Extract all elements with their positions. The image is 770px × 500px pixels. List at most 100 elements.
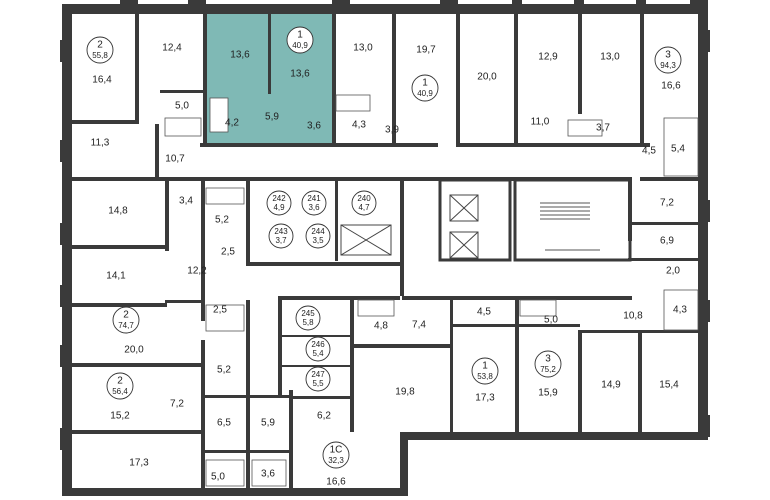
room-area: 7,2 — [170, 399, 184, 410]
staircase — [540, 202, 600, 251]
room-area: 3,6 — [261, 469, 275, 480]
room-area: 5,2 — [217, 365, 231, 376]
room-area: 4,5 — [642, 146, 656, 157]
svg-text:2: 2 — [123, 310, 129, 321]
room-area: 13,0 — [600, 52, 620, 63]
outer-walls — [62, 4, 708, 496]
svg-text:1: 1 — [297, 30, 303, 41]
svg-text:5,8: 5,8 — [302, 318, 314, 327]
room-area: 3,6 — [307, 121, 321, 132]
svg-text:5,5: 5,5 — [312, 379, 324, 388]
svg-text:3: 3 — [665, 50, 671, 61]
svg-text:1: 1 — [482, 361, 488, 372]
room-area: 6,9 — [660, 236, 674, 247]
room-area: 14,8 — [108, 206, 128, 217]
room-area: 5,4 — [671, 144, 685, 155]
room-area: 4,2 — [225, 118, 239, 129]
room-area: 4,5 — [477, 307, 491, 318]
svg-text:240: 240 — [357, 194, 371, 203]
room-area: 14,9 — [601, 380, 621, 391]
svg-text:94,3: 94,3 — [660, 61, 676, 70]
room-area: 14,1 — [106, 271, 126, 282]
room-area: 19,8 — [395, 387, 415, 398]
room-area: 6,2 — [317, 411, 331, 422]
svg-text:244: 244 — [311, 227, 325, 236]
svg-text:3,7: 3,7 — [275, 236, 287, 245]
room-area: 17,3 — [475, 393, 495, 404]
svg-text:3,5: 3,5 — [312, 236, 324, 245]
room-area: 16,6 — [661, 81, 681, 92]
bathroom-fixtures — [164, 94, 699, 487]
svg-text:32,3: 32,3 — [328, 456, 344, 465]
apartment-labels: 1 40,9 2 55,8 1 40,9 3 94,3 2 74,7 2 56,… — [86, 26, 682, 469]
room-area: 12,9 — [538, 52, 558, 63]
room-area: 4,3 — [673, 305, 687, 316]
room-area: 13,0 — [353, 43, 373, 54]
room-area: 10,7 — [165, 154, 185, 165]
apartment-badge: 1 40,9 — [411, 74, 439, 102]
room-area: 13,6 — [290, 69, 310, 80]
room-area: 15,2 — [110, 411, 130, 422]
svg-text:5,4: 5,4 — [312, 349, 324, 358]
svg-text:3: 3 — [545, 354, 551, 365]
room-area: 11,3 — [91, 138, 110, 149]
room-area: 12,2 — [187, 266, 207, 277]
room-area: 13,6 — [230, 50, 250, 61]
svg-text:55,8: 55,8 — [92, 51, 108, 60]
svg-text:241: 241 — [307, 194, 321, 203]
room-area: 10,8 — [623, 311, 643, 322]
svg-text:2: 2 — [97, 40, 103, 51]
svg-text:2: 2 — [117, 376, 123, 387]
svg-text:74,7: 74,7 — [118, 321, 134, 330]
interior-walls — [72, 14, 700, 490]
svg-text:40,9: 40,9 — [292, 41, 308, 50]
room-area: 5,9 — [265, 112, 279, 123]
svg-text:53,8: 53,8 — [477, 372, 493, 381]
room-area: 11,0 — [531, 117, 550, 128]
room-area: 7,4 — [412, 320, 426, 331]
room-area-labels: 13,6 13,6 5,9 4,2 3,6 12,4 16,4 5,0 11,3… — [91, 43, 688, 488]
room-area: 12,4 — [162, 43, 182, 54]
apartment-badge: 1 40,9 — [286, 26, 314, 54]
room-area: 20,0 — [124, 345, 144, 356]
room-area: 16,4 — [92, 75, 112, 86]
svg-text:40,9: 40,9 — [417, 89, 433, 98]
svg-text:246: 246 — [311, 340, 325, 349]
room-area: 4,8 — [374, 321, 388, 332]
room-area: 2,0 — [666, 266, 680, 277]
room-area: 3,9 — [385, 125, 399, 136]
room-area: 17,3 — [129, 458, 149, 469]
svg-text:4,7: 4,7 — [358, 203, 370, 212]
windows — [60, 0, 710, 450]
apartment-badge: 1С 32,3 — [322, 441, 350, 469]
room-area: 5,0 — [175, 101, 189, 112]
svg-text:3,6: 3,6 — [308, 203, 320, 212]
apartment-badge: 2 56,4 — [106, 372, 134, 400]
svg-text:1С: 1С — [330, 445, 343, 456]
apartment-badge: 3 75,2 — [534, 350, 562, 378]
apartment-badge: 3 94,3 — [654, 46, 682, 74]
svg-text:4,9: 4,9 — [273, 203, 285, 212]
room-area: 5,2 — [215, 215, 229, 226]
svg-text:1: 1 — [422, 78, 428, 89]
room-area: 19,7 — [416, 45, 436, 56]
apartment-badge: 2 55,8 — [86, 36, 114, 64]
room-area: 5,9 — [261, 418, 275, 429]
room-area: 4,3 — [352, 120, 366, 131]
room-area: 2,5 — [221, 247, 235, 258]
apartment-badge: 1 53,8 — [471, 357, 499, 385]
room-area: 7,2 — [660, 198, 674, 209]
room-area: 3,4 — [179, 196, 193, 207]
room-area: 20,0 — [477, 72, 497, 83]
room-area: 6,5 — [217, 418, 231, 429]
svg-text:56,4: 56,4 — [112, 387, 128, 396]
